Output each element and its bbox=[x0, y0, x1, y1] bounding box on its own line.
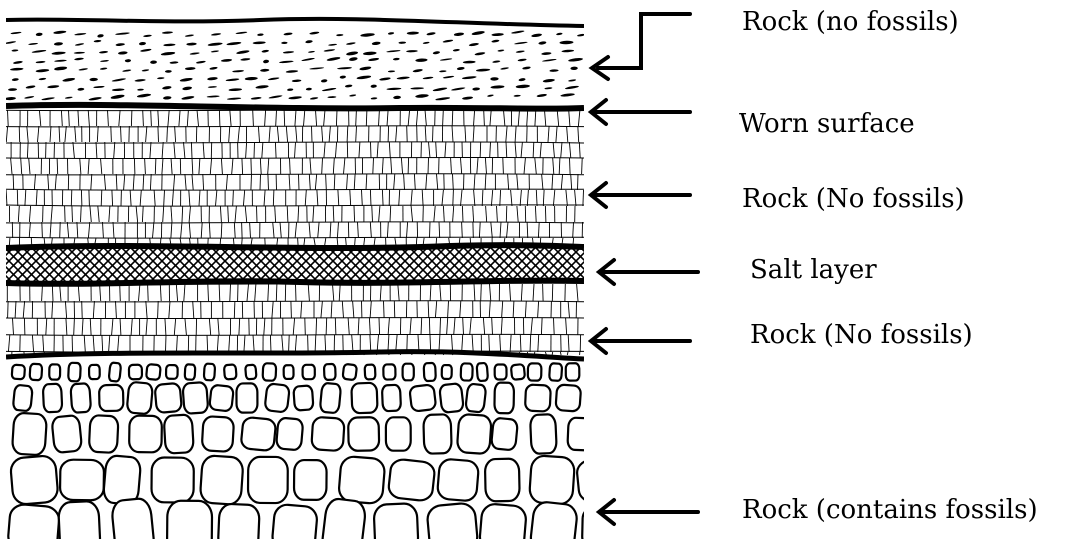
worn-surface-line bbox=[6, 105, 584, 109]
arrow-3 bbox=[591, 183, 690, 207]
label-salt-layer: Salt layer bbox=[750, 257, 877, 283]
lower-boundary-line bbox=[6, 352, 584, 359]
layer-salt bbox=[6, 245, 584, 284]
label-rock-contains-fossils: Rock (contains fossils) bbox=[742, 497, 1038, 523]
arrow-6 bbox=[599, 500, 698, 524]
arrow-1 bbox=[592, 14, 690, 79]
label-rock-no-fossils-upper: Rock (No fossils) bbox=[742, 186, 965, 212]
arrow-5 bbox=[591, 329, 690, 353]
layer-upper-rock bbox=[6, 110, 584, 246]
label-rock-no-fossils-lower: Rock (No fossils) bbox=[750, 322, 973, 348]
layer-lower-rock bbox=[6, 283, 584, 355]
arrow-4 bbox=[599, 260, 698, 284]
layer-fossil-rock bbox=[7, 362, 632, 539]
label-rock-no-fossils-top: Rock (no fossils) bbox=[742, 9, 959, 35]
label-worn-surface: Worn surface bbox=[739, 111, 915, 137]
arrow-2 bbox=[591, 100, 690, 124]
layer-top-rock bbox=[4, 19, 585, 101]
